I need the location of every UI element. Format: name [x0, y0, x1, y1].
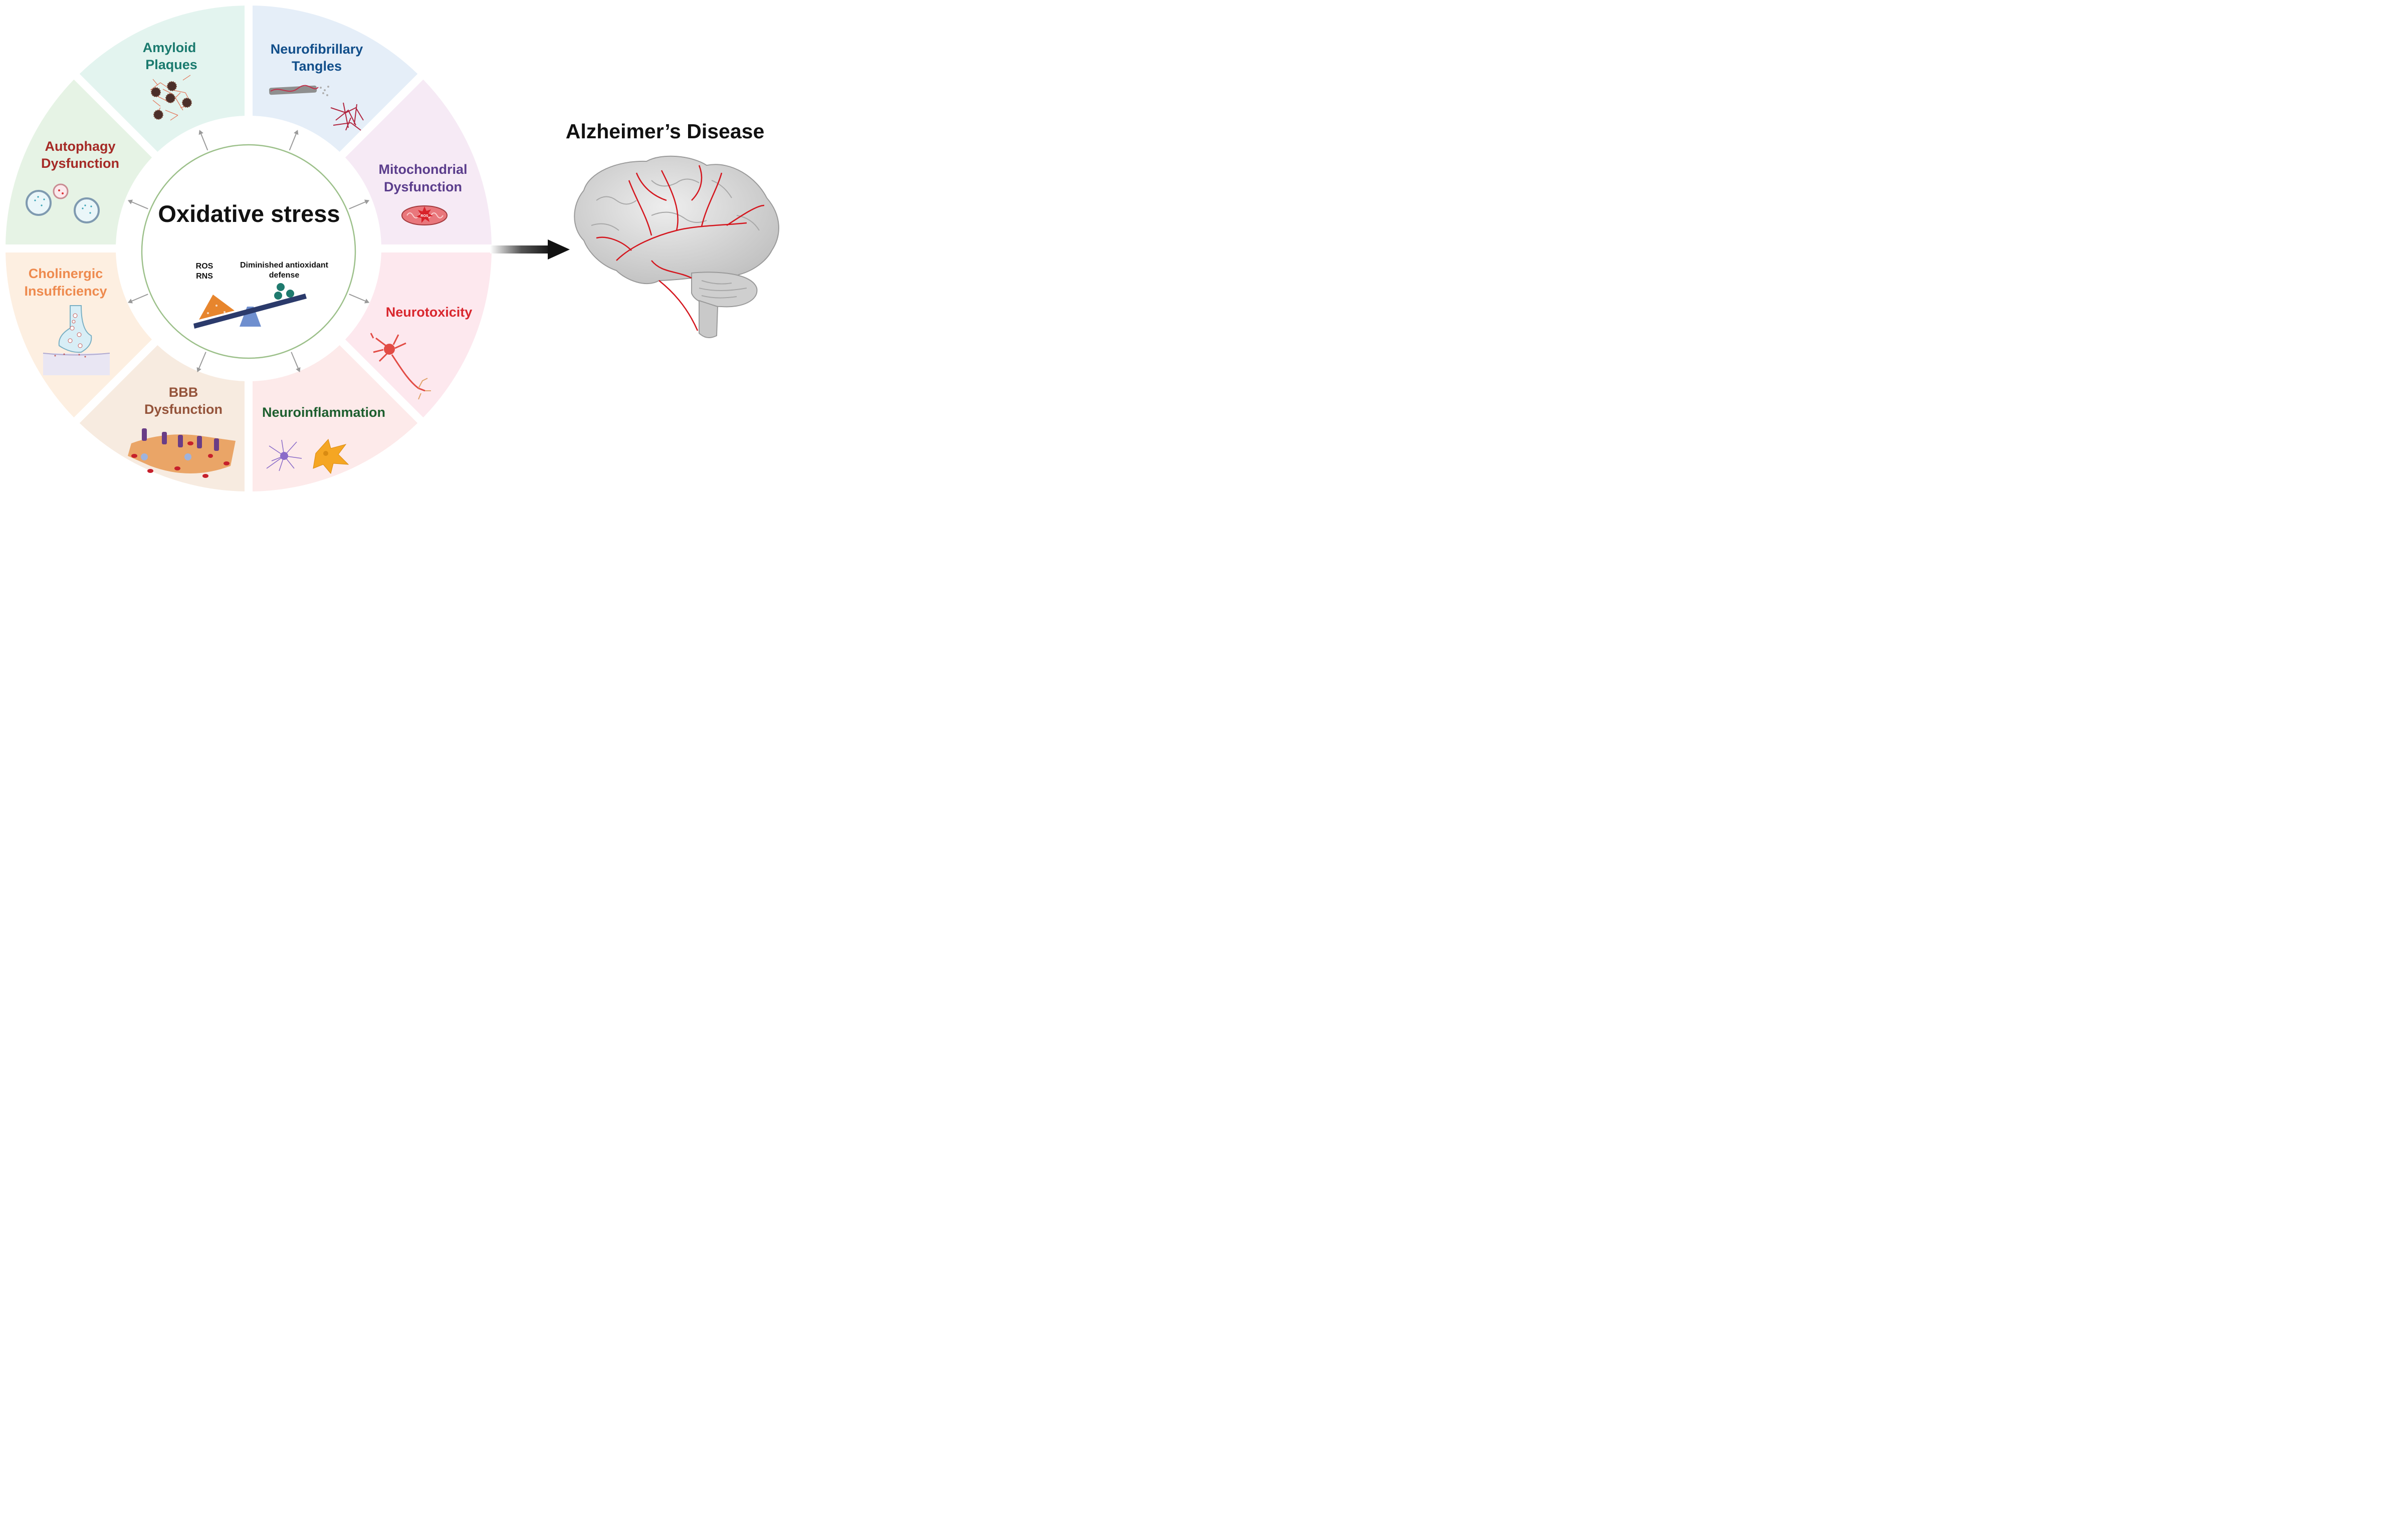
- cholinergic-synapse-icon: [43, 305, 110, 375]
- tangles-label-line2: Tangles: [292, 59, 342, 74]
- segment-label-tangles: Neurofibrillary Tangles: [271, 42, 363, 74]
- mitochondrion-icon: ROS: [401, 205, 448, 225]
- antioxidant-spheres-icon: [274, 283, 294, 300]
- autophagy-label-line1: Autophagy: [45, 139, 116, 154]
- segment-label-amyloid: Amyloid Plaques: [143, 40, 197, 72]
- outcome-title: Alzheimer’s Disease: [566, 120, 765, 143]
- segment-amyloid: [79, 6, 245, 152]
- blood-brain-barrier-icon: [128, 428, 236, 478]
- center-title: Oxidative stress: [158, 200, 340, 227]
- segment-label-mito: Mitochondrial Dysfunction: [379, 162, 468, 194]
- oxidative-stress-diagram: Oxidative stress ROS RNS Diminished anti…: [6, 6, 779, 491]
- spoke-arrow-neuroinflam: [291, 352, 301, 373]
- ring-segments: [6, 6, 492, 491]
- spoke-arrows: [127, 130, 370, 373]
- segment-label-cholinergic: Cholinergic Insufficiency: [24, 266, 107, 299]
- segment-neuroinflam: [252, 345, 418, 491]
- mito-label-line1: Mitochondrial: [379, 162, 468, 177]
- segment-tangles: [252, 6, 418, 152]
- segment-mito: [345, 79, 492, 245]
- brain-icon: [574, 155, 779, 338]
- mito-ros-tag: ROS: [420, 214, 428, 218]
- spoke-arrow-bbb: [196, 352, 206, 373]
- neurofibrillary-tangles-icon: [269, 85, 364, 131]
- cholinergic-label-line1: Cholinergic: [29, 266, 103, 281]
- glial-cells-icon: [266, 438, 349, 474]
- segment-label-bbb: BBB Dysfunction: [144, 385, 223, 417]
- spoke-arrow-neurotox: [349, 294, 370, 304]
- neuron-icon: [370, 333, 431, 400]
- spoke-arrow-autophagy: [127, 199, 148, 209]
- spoke-arrow-mito: [349, 199, 370, 209]
- rns-label: RNS: [196, 272, 213, 281]
- neurotox-label: Neurotoxicity: [386, 305, 473, 320]
- spoke-arrow-amyloid: [198, 130, 208, 151]
- amyloid-label-line1: Amyloid: [143, 40, 196, 55]
- segment-label-neuroinflam: Neuroinflammation: [262, 405, 385, 420]
- bbb-label-line2: Dysfunction: [144, 402, 223, 417]
- spoke-arrow-cholinergic: [127, 294, 148, 304]
- bbb-label-line1: BBB: [169, 385, 198, 400]
- progression-arrow: [490, 239, 570, 260]
- segment-label-neurotox: Neurotoxicity: [386, 305, 473, 320]
- segment-neurotox: [345, 252, 492, 418]
- cholinergic-label-line2: Insufficiency: [24, 284, 107, 299]
- segment-label-autophagy: Autophagy Dysfunction: [41, 139, 119, 171]
- neuroinflam-label: Neuroinflammation: [262, 405, 385, 420]
- spoke-arrow-tangles: [289, 130, 299, 151]
- imbalance-seesaw-icon: [193, 283, 307, 329]
- tangles-label-line1: Neurofibrillary: [271, 42, 363, 57]
- mito-label-line2: Dysfunction: [384, 179, 462, 194]
- autophagosome-icon: [26, 183, 100, 223]
- amyloid-label-line2: Plaques: [145, 57, 197, 72]
- defense-label-line2: defense: [269, 271, 300, 280]
- center-circle: [141, 144, 356, 359]
- autophagy-label-line2: Dysfunction: [41, 156, 119, 171]
- amyloid-plaques-icon: [150, 75, 192, 121]
- ros-label: ROS: [196, 262, 213, 271]
- defense-label-line1: Diminished antioxidant: [240, 261, 329, 270]
